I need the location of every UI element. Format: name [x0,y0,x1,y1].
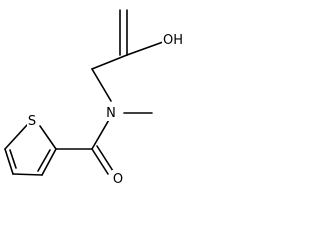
bond-c2-c3 [41,148,57,176]
bond-n-ch2 [91,68,112,102]
bond-c3-c4 [12,173,43,176]
nitrogen-label-bg [105,104,118,121]
bond-carbonyl-o-2 [96,145,114,172]
bond-c3-c3-inner [37,149,51,172]
chemical-structure-diagram: S N O OH [4,9,183,187]
side-chain [55,9,164,175]
bond-carbonyl-n [91,117,111,150]
atom-labels: S N O OH [27,31,183,187]
hydroxyl-label: OH [163,33,183,48]
bond-carbonyl-o-1 [91,148,109,175]
bond-c4-c5-inner [9,149,17,169]
hydroxyl-label-bg [162,31,182,47]
sulfur-label: S [28,114,36,129]
carbonyl-oxygen-label: O [113,172,123,187]
bond-cooh-oh [126,41,164,56]
bond-c4-c5 [4,148,14,175]
bond-c5-s [4,124,28,150]
nitrogen-label: N [106,106,116,121]
carbonyl-oxygen-label-bg [112,170,125,187]
bond-ch2-cooh [91,54,128,70]
bond-s-c2 [39,125,57,150]
thiophene-ring [4,124,57,176]
sulfur-label-bg [27,112,38,128]
